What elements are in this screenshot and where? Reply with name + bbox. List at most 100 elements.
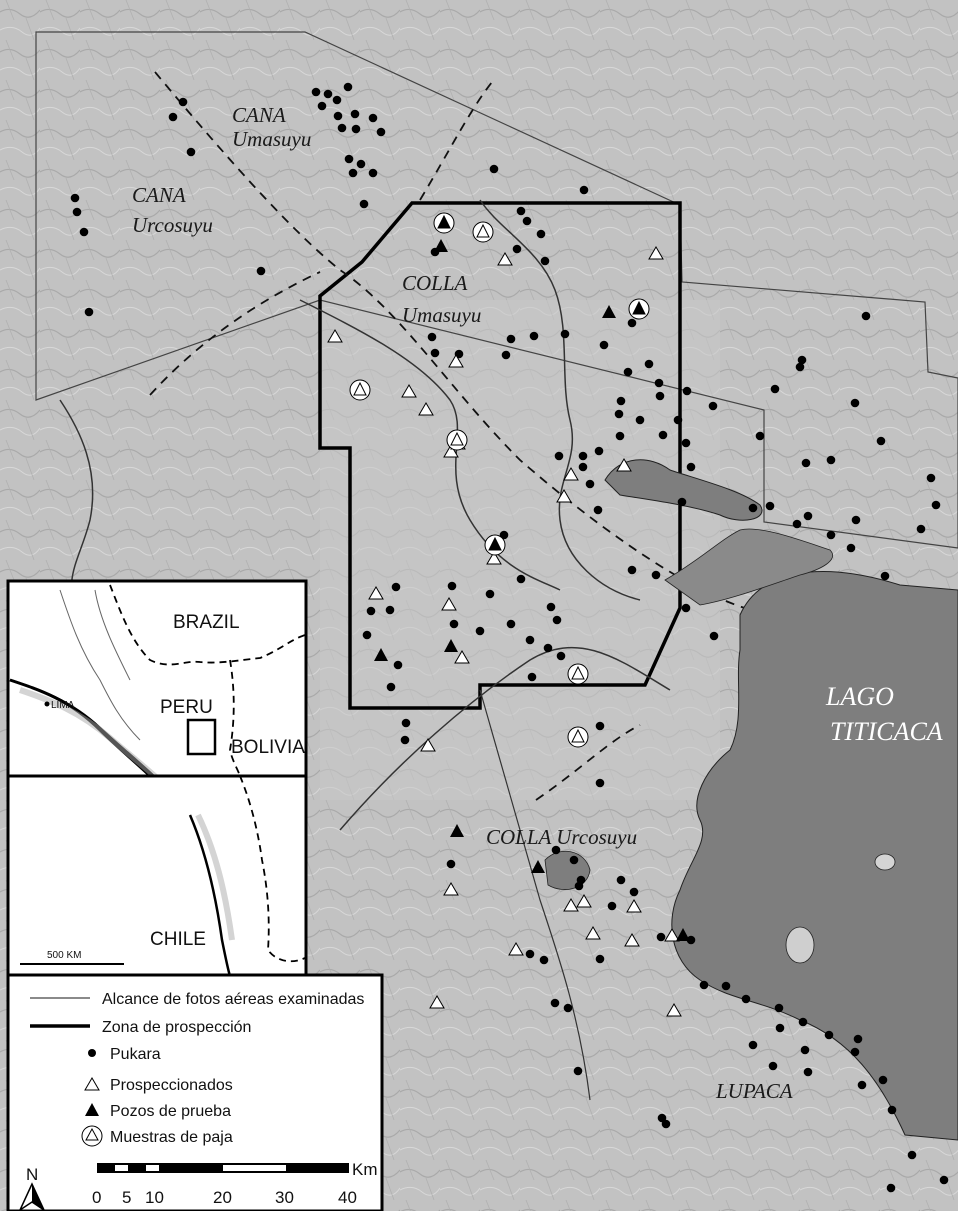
pukara-site-dot — [551, 845, 561, 855]
pukara-site-dot — [527, 672, 537, 682]
pukara-site-dot — [708, 401, 718, 411]
pukara-site-dot — [585, 479, 595, 489]
river-south — [339, 646, 671, 831]
pukara-site-dot — [651, 570, 661, 580]
pukara-site-dot — [576, 875, 586, 885]
region-label-cana-umasuyu-1: CANA — [232, 103, 286, 127]
pukara-site-dot — [368, 113, 378, 123]
pukara-site-dot — [607, 901, 617, 911]
surveyed-site-triangle — [443, 882, 459, 896]
pukara-site-dot — [682, 386, 692, 396]
scale-tick-20: 20 — [213, 1188, 232, 1207]
pukara-site-dot — [186, 147, 196, 157]
site-symbols — [70, 82, 949, 1193]
test-pit-triangle — [676, 928, 690, 941]
surveyed-site-triangle — [624, 933, 640, 947]
pukara-site-dot — [333, 111, 343, 121]
scale-tick-10: 10 — [145, 1188, 164, 1207]
pukara-site-dot — [594, 446, 604, 456]
pukara-site-dot — [627, 565, 637, 575]
pukara-site-dot — [368, 168, 378, 178]
pukara-site-dot — [850, 1047, 860, 1057]
pukara-site-dot — [525, 949, 535, 959]
straw-sample-triangle — [571, 728, 585, 743]
pukara-site-dot — [525, 635, 535, 645]
pukara-site-dot — [824, 1030, 834, 1040]
pukara-site-dot — [755, 431, 765, 441]
straw-sample-triangle — [488, 536, 502, 551]
region-label-colla-umasuyu-1: COLLA — [402, 271, 468, 295]
pukara-site-dot — [430, 348, 440, 358]
pukara-site-dot — [348, 168, 358, 178]
pukara-site-dot — [797, 355, 807, 365]
surveyed-site-triangle — [563, 467, 579, 481]
pukara-site-dot — [887, 1105, 897, 1115]
pukara-site-dot — [573, 1066, 583, 1076]
test-pit-triangle — [374, 648, 388, 661]
pukara-site-dot — [886, 1183, 896, 1193]
pukara-site-dot — [563, 1003, 573, 1013]
pukara-site-dot — [800, 1045, 810, 1055]
straw-sample-triangle — [632, 300, 646, 315]
pukara-site-dot — [803, 511, 813, 521]
pukara-site-dot — [741, 994, 751, 1004]
pukara-site-dot — [803, 1067, 813, 1077]
region-label-lupaca: LUPACA — [715, 1079, 793, 1103]
division-line-3 — [419, 81, 493, 201]
pukara-site-dot — [774, 1003, 784, 1013]
inset-study-area-box — [186, 718, 217, 756]
pukara-site-dot — [616, 875, 626, 885]
pukara-site-dot — [317, 101, 327, 111]
pukara-site-dot — [489, 164, 499, 174]
legend-label-prospeccionados: Prospeccionados — [110, 1077, 233, 1094]
pukara-site-dot — [178, 97, 188, 107]
pukara-site-dot — [798, 1017, 808, 1027]
pukara-site-dot — [579, 185, 589, 195]
test-pit-triangle — [450, 824, 464, 837]
pukara-site-dot — [857, 1080, 867, 1090]
straw-sample-triangle — [571, 665, 585, 680]
pukara-site-dot — [391, 582, 401, 592]
pukara-site-dot — [916, 524, 926, 534]
surveyed-site-triangle — [418, 402, 434, 416]
pukara-site-dot — [552, 615, 562, 625]
inset-lima-dot — [44, 701, 50, 707]
inset-map-lower: CHILE 500 KM — [6, 774, 308, 978]
pukara-site-dot — [578, 451, 588, 461]
pukara-site-dot — [595, 778, 605, 788]
pukara-site-dot — [401, 718, 411, 728]
legend-filled-triangle-icon — [85, 1103, 99, 1116]
pukara-site-dot — [826, 455, 836, 465]
division-line-1 — [154, 71, 761, 613]
pukara-site-dot — [536, 229, 546, 239]
surveyed-site-triangle — [556, 489, 572, 503]
pukara-site-dot — [323, 89, 333, 99]
pukara-site-dot — [332, 95, 342, 105]
inset-label-lima: LIMA — [51, 700, 75, 711]
pukara-site-dot — [673, 415, 683, 425]
scale-tick-0: 0 — [92, 1188, 101, 1207]
surveyed-site-triangle — [648, 246, 664, 260]
pukara-site-dot — [677, 497, 687, 507]
pukara-site-dot — [343, 82, 353, 92]
pukara-site-dot — [709, 631, 719, 641]
pukara-site-dot — [654, 378, 664, 388]
straw-sample-triangle — [450, 431, 464, 446]
pukara-site-dot — [386, 682, 396, 692]
pukara-site-dot — [846, 543, 856, 553]
pukara-site-dot — [599, 340, 609, 350]
region-label-cana-umasuyu-2: Umasuyu — [232, 127, 311, 151]
surveyed-site-triangle — [585, 926, 601, 940]
legend-label-muestras: Muestras de paja — [110, 1129, 233, 1146]
region-label-colla-umasuyu-2: Umasuyu — [402, 303, 481, 327]
scale-bar — [97, 1163, 349, 1173]
pukara-site-dot — [616, 396, 626, 406]
pukara-site-dot — [400, 735, 410, 745]
division-line-4 — [535, 724, 641, 801]
surveyed-site-triangle — [443, 444, 459, 458]
pukara-site-dot — [556, 651, 566, 661]
lake-label-2: TITICACA — [830, 717, 943, 746]
pukara-site-dot — [385, 605, 395, 615]
pukara-site-dot — [506, 619, 516, 629]
